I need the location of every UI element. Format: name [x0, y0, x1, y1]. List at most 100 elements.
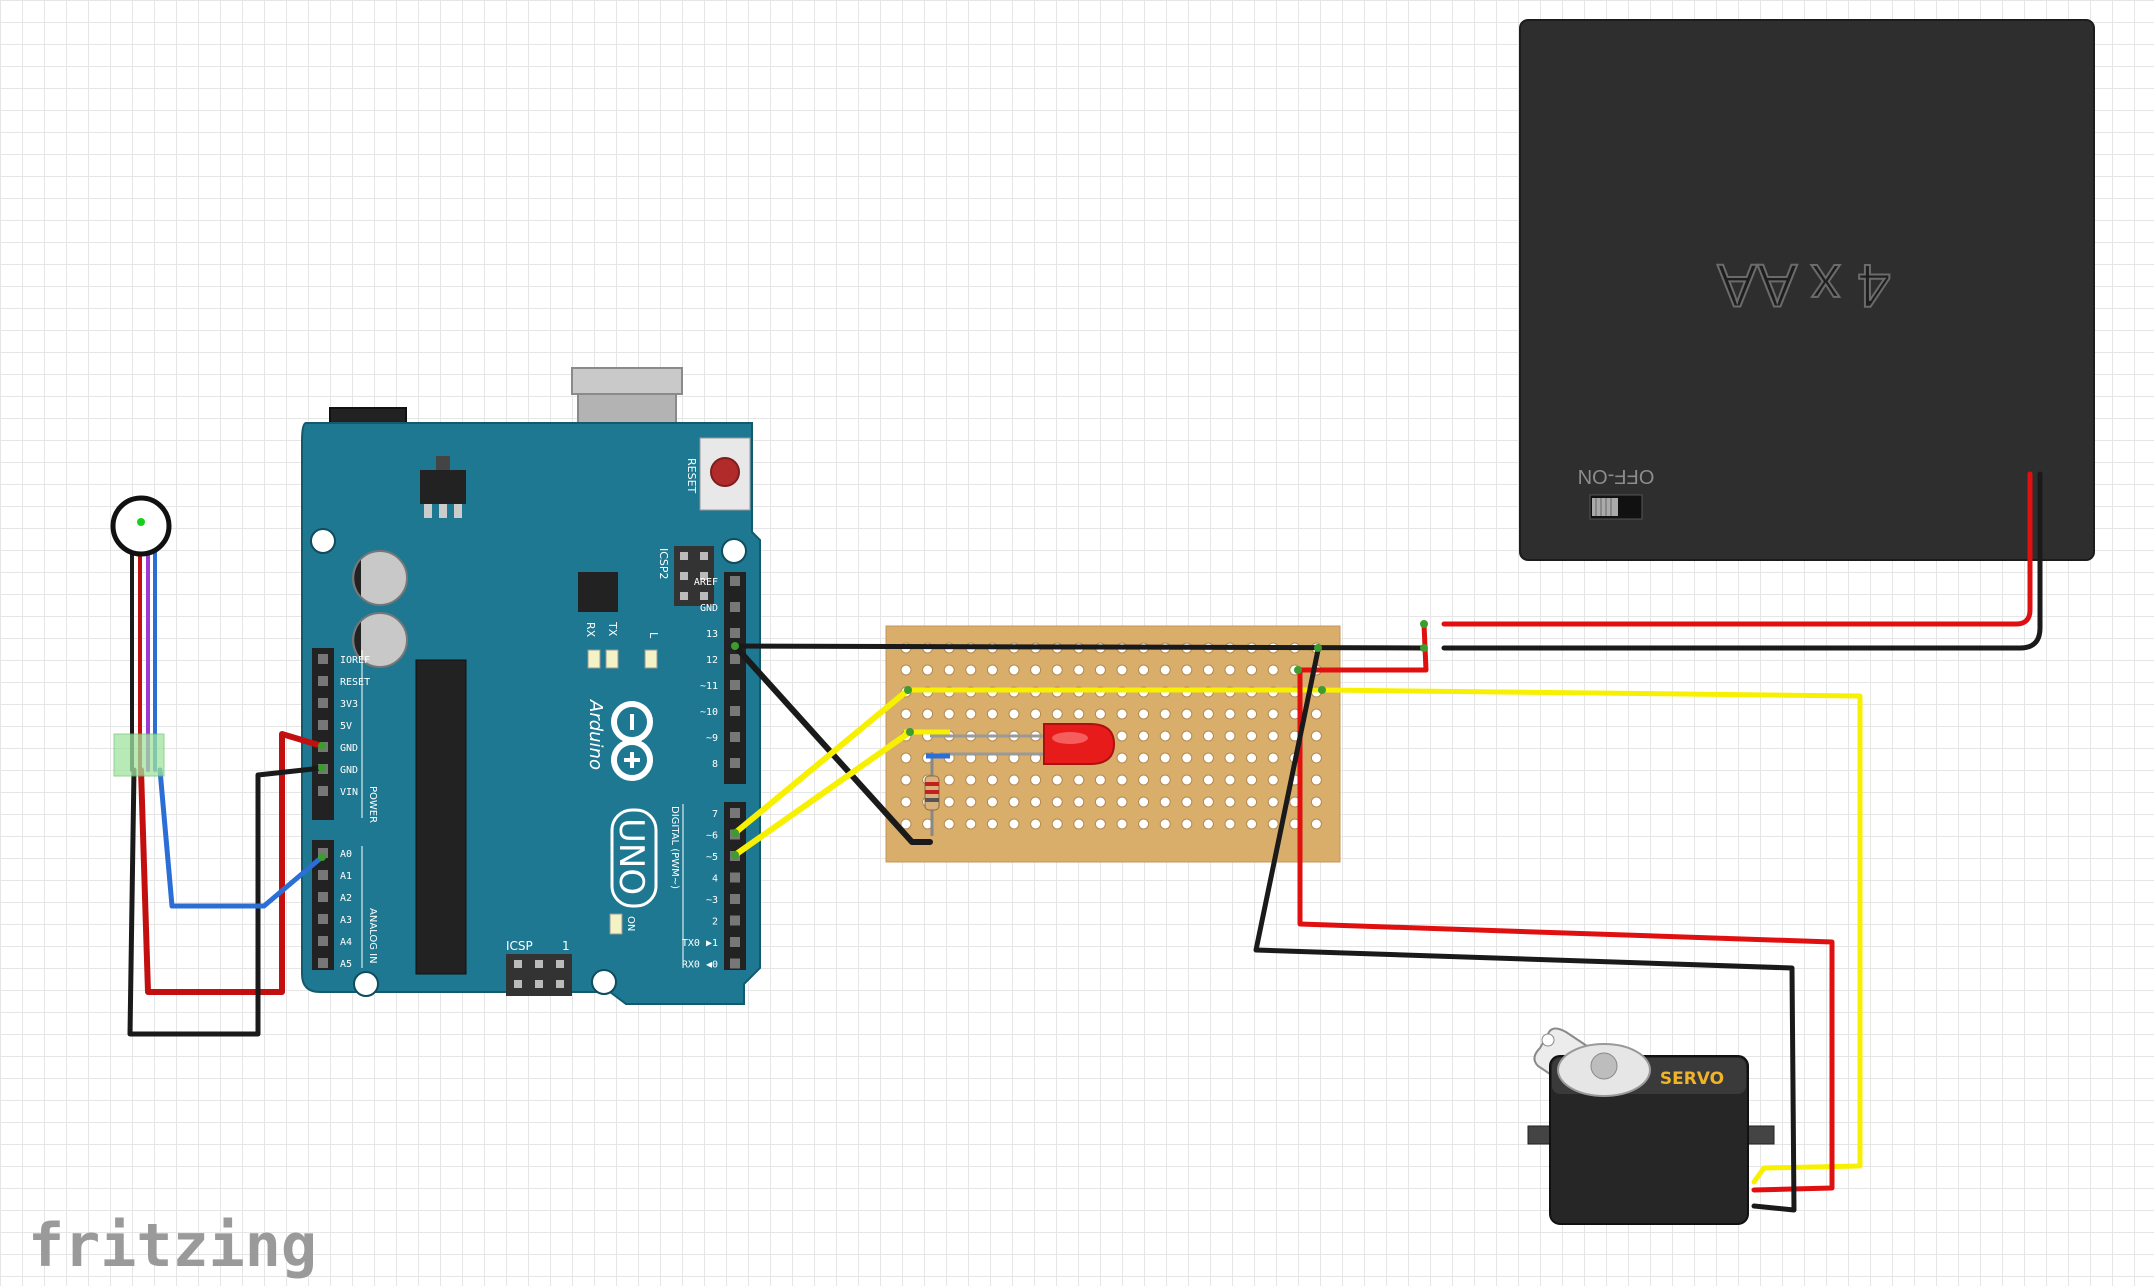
strip-hole: [1202, 818, 1214, 830]
strip-hole: [1094, 796, 1106, 808]
wire-sensor-black-gnd[interactable]: [127, 765, 325, 1037]
strip-hole: [1181, 664, 1193, 676]
header-pin[interactable]: [318, 786, 328, 796]
power-pin-label: RESET: [340, 677, 370, 688]
analog-pin-label: A4: [340, 937, 352, 948]
strip-hole: [1310, 774, 1322, 786]
strip-hole: [1073, 774, 1085, 786]
arduino-name: Arduino: [585, 699, 606, 770]
header-pin[interactable]: [730, 958, 740, 969]
red-led[interactable]: [930, 723, 1116, 765]
battery-pack[interactable]: 4 x AA OFF-ON: [1519, 19, 2095, 561]
header-pin[interactable]: [318, 676, 328, 686]
capacitor: [352, 612, 408, 668]
wire-yellow-pin6[interactable]: [732, 687, 911, 836]
digital-pin-label: ~6: [706, 831, 718, 842]
strip-hole: [1310, 752, 1322, 764]
wire-black-servo[interactable]: [1253, 647, 1797, 1213]
digital-pin-label: ~3: [706, 895, 718, 906]
wire-yellow-pin5[interactable]: [732, 729, 913, 858]
wire-gnd-rail[interactable]: [732, 643, 1427, 651]
header-pin[interactable]: [730, 654, 740, 664]
usb-chip: [578, 572, 618, 612]
capacitor: [352, 550, 408, 606]
strip-hole: [943, 818, 955, 830]
resistor[interactable]: [924, 752, 940, 836]
strip-hole: [1030, 818, 1042, 830]
wire-yellow-servo[interactable]: [905, 687, 1863, 1185]
strip-hole: [1116, 730, 1128, 742]
digital-header-bottom: [724, 802, 746, 970]
strip-hole: [1267, 708, 1279, 720]
strip-hole: [943, 664, 955, 676]
header-pin[interactable]: [318, 870, 328, 880]
header-pin[interactable]: [730, 808, 740, 818]
tx-led: [605, 649, 619, 669]
tx-label: TX: [606, 621, 619, 637]
header-pin[interactable]: [730, 894, 740, 904]
strip-hole: [1246, 708, 1258, 720]
strip-hole: [986, 818, 998, 830]
strip-hole: [943, 774, 955, 786]
wire-sensor-red-5v[interactable]: [138, 731, 325, 995]
strip-hole: [1138, 752, 1150, 764]
strip-hole: [965, 796, 977, 808]
header-pin[interactable]: [730, 937, 740, 947]
digital-pin-label: ~9: [706, 733, 718, 744]
sensor-connector: [113, 733, 165, 777]
header-pin[interactable]: [318, 958, 328, 968]
icsp2-pin: [680, 572, 688, 580]
connection-points: [318, 620, 1428, 861]
strip-hole: [1051, 664, 1063, 676]
header-pin[interactable]: [730, 628, 740, 638]
digital-pin-label: RX0 ◀0: [682, 960, 718, 971]
header-pin[interactable]: [318, 698, 328, 708]
servo-motor[interactable]: SERVO: [1527, 1027, 1775, 1225]
strip-hole: [1138, 664, 1150, 676]
header-pin[interactable]: [730, 758, 740, 768]
analog-header: [312, 840, 334, 970]
wire-battery-red-jumper[interactable]: [1295, 621, 1429, 673]
header-pin[interactable]: [318, 914, 328, 924]
l-label: L: [647, 632, 660, 639]
strip-hole: [1159, 818, 1171, 830]
header-pin[interactable]: [318, 936, 328, 946]
wire-gnd-diagonal[interactable]: [732, 643, 933, 845]
power-header: [312, 648, 334, 820]
analog-pin-label: A3: [340, 915, 352, 926]
strip-hole: [1008, 818, 1020, 830]
strip-hole: [1094, 774, 1106, 786]
header-pin[interactable]: [730, 872, 740, 883]
header-pin[interactable]: [730, 915, 740, 926]
strip-hole: [1116, 664, 1128, 676]
header-pin[interactable]: [730, 680, 740, 690]
header-pin[interactable]: [318, 720, 328, 730]
strip-hole: [1224, 752, 1236, 764]
header-pin[interactable]: [730, 732, 740, 742]
strip-hole: [1246, 818, 1258, 830]
strip-hole: [1051, 708, 1063, 720]
strip-hole: [1073, 818, 1085, 830]
power-pin-label: IOREF: [340, 655, 370, 666]
strip-hole: [1224, 796, 1236, 808]
header-pin[interactable]: [730, 576, 740, 586]
moisture-sensor[interactable]: [110, 495, 172, 777]
battery-switch[interactable]: [1589, 494, 1643, 520]
strip-hole: [965, 818, 977, 830]
header-pin[interactable]: [318, 848, 328, 858]
header-pin[interactable]: [730, 706, 740, 716]
strip-hole: [1246, 664, 1258, 676]
wire-sensor-blue-a0[interactable]: [157, 767, 325, 909]
header-pin[interactable]: [318, 654, 328, 664]
wire-battery-red[interactable]: [1441, 471, 2033, 627]
power-pin-label: GND: [340, 765, 358, 776]
wire-red-servo[interactable]: [1297, 667, 1835, 1193]
arduino-uno[interactable]: RESET ICSP2 RX TX L Arduino UNO: [301, 367, 761, 1005]
header-pin[interactable]: [318, 892, 328, 902]
header-pin[interactable]: [730, 602, 740, 612]
strip-hole: [1094, 664, 1106, 676]
strip-hole: [1246, 796, 1258, 808]
reset-button[interactable]: [699, 437, 751, 511]
wire-battery-black[interactable]: [1441, 471, 2043, 651]
